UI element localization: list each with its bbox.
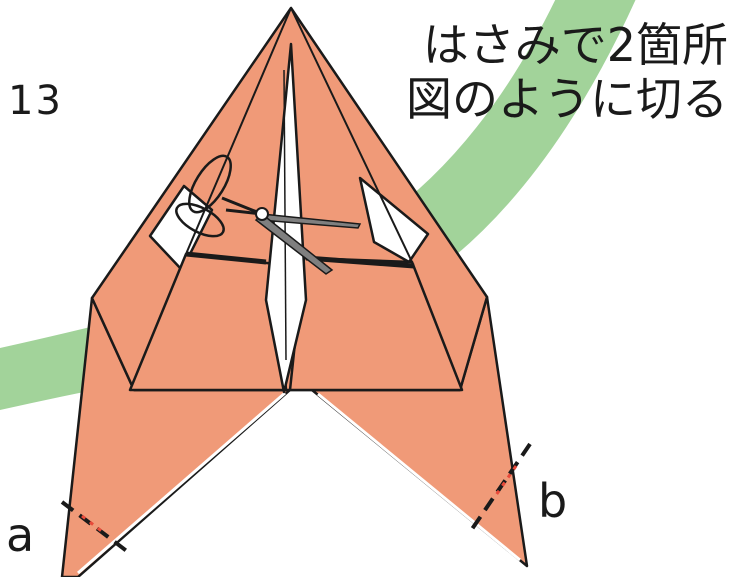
instruction-line-1: はさみで2箇所 bbox=[422, 18, 728, 72]
step-number: 13 bbox=[8, 78, 63, 124]
scissors-icon bbox=[175, 154, 362, 275]
center-blade-crease bbox=[283, 69, 287, 361]
cut-mark-a bbox=[60, 500, 134, 557]
crease-right bbox=[290, 7, 413, 263]
cut-line-left bbox=[185, 251, 267, 265]
cut-mark-b bbox=[468, 442, 532, 534]
instruction-text: はさみで2箇所 図のように切る bbox=[368, 18, 728, 126]
cut-line-right bbox=[305, 255, 415, 269]
left-white-flap bbox=[148, 184, 214, 272]
right-leg-white-edge bbox=[317, 392, 521, 562]
crease-left bbox=[185, 7, 292, 255]
point-label-b: b bbox=[538, 474, 568, 528]
point-label-a: a bbox=[6, 508, 35, 562]
left-leg-white-edge bbox=[77, 391, 286, 575]
instruction-line-2: 図のように切る bbox=[406, 72, 728, 126]
